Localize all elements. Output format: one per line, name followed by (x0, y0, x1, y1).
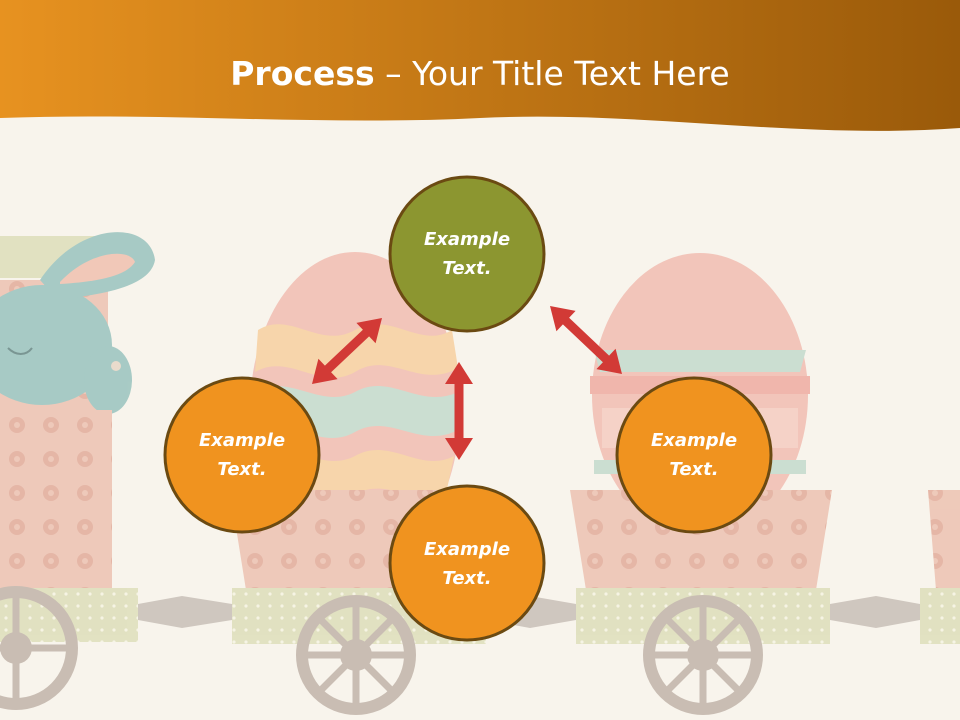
process-node-circle (388, 484, 546, 642)
title-rest: – Your Title Text Here (374, 54, 730, 93)
slide-title: Process – Your Title Text Here (0, 52, 960, 96)
egg-car-3-partial (920, 490, 960, 644)
bunny-locomotive (0, 232, 155, 642)
process-node-circle (615, 376, 773, 534)
header-band (0, 0, 960, 131)
wheel-spokes (0, 594, 755, 707)
double-arrow-connector (312, 318, 382, 384)
title-bold: Process (230, 54, 375, 93)
train-wheels (0, 586, 763, 715)
double-arrow-connector (445, 362, 473, 460)
process-node-circle (388, 175, 546, 333)
double-arrow-connector (550, 306, 622, 374)
process-node-circle (163, 376, 321, 534)
